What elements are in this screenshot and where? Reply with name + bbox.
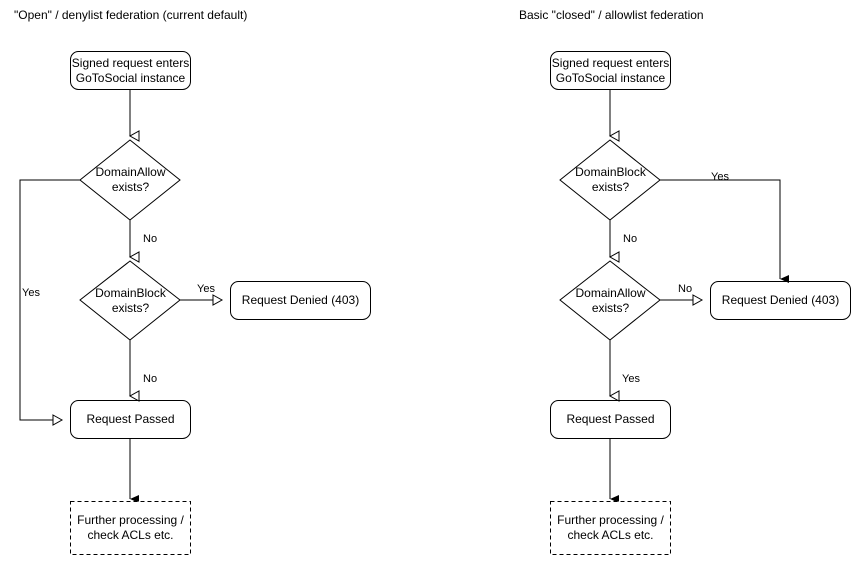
node-domainblock-right bbox=[559, 139, 661, 221]
node-request-passed-left bbox=[70, 400, 191, 439]
edge-label-block-yes-right: Yes bbox=[711, 171, 729, 183]
node-start-right bbox=[550, 51, 671, 90]
edge-label-allow-yes-right: Yes bbox=[622, 373, 640, 385]
node-request-denied-right bbox=[710, 281, 851, 320]
node-request-passed-right bbox=[550, 400, 671, 439]
panel-title-closed-allowlist: Basic "closed" / allowlist federation bbox=[519, 8, 704, 22]
node-further-processing-left bbox=[70, 501, 191, 555]
node-further-processing-right bbox=[550, 501, 671, 555]
node-start-left bbox=[70, 51, 191, 90]
node-domainallow-right bbox=[559, 260, 661, 341]
edge-label-allow-yes-left: Yes bbox=[22, 287, 40, 299]
node-request-denied-left bbox=[230, 281, 371, 320]
edge-label-block-no-right: No bbox=[623, 233, 638, 245]
panel-title-open-denylist: "Open" / denylist federation (current de… bbox=[14, 8, 248, 22]
edge-label-allow-no-left: No bbox=[143, 233, 158, 245]
edge-label-block-yes-left: Yes bbox=[197, 283, 215, 295]
edge-label-allow-no-right: No bbox=[678, 283, 693, 295]
node-domainallow-left bbox=[79, 139, 181, 221]
edge-label-block-no-left: No bbox=[143, 373, 158, 385]
edge-allow-yes-left bbox=[19, 179, 80, 426]
node-domainblock-left bbox=[79, 260, 181, 341]
edge-block-yes-right bbox=[660, 179, 789, 283]
